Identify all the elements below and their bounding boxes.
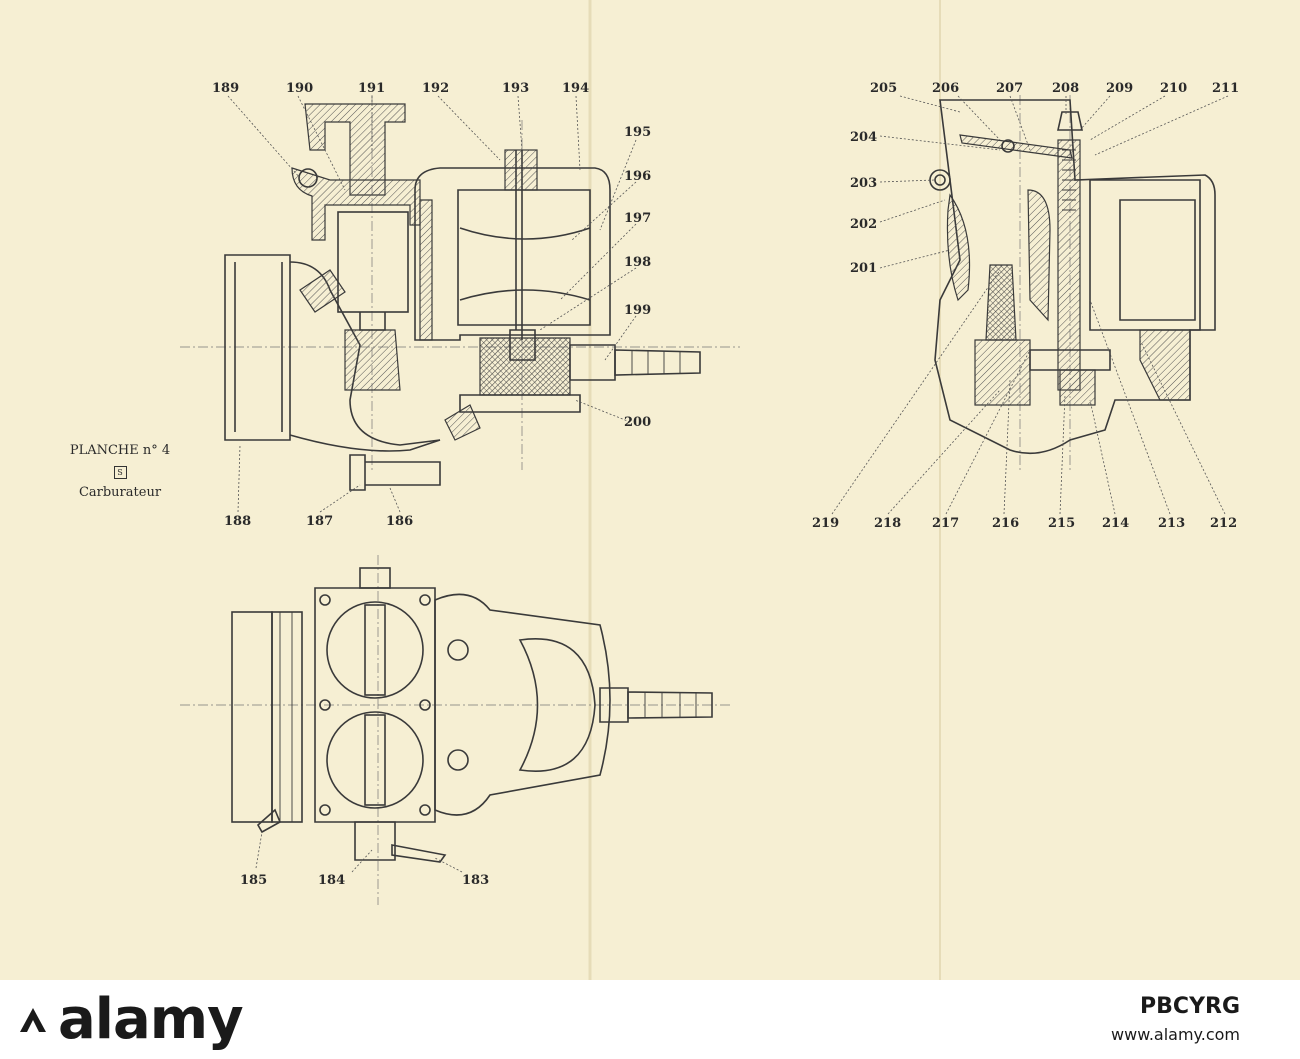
side-section-view — [180, 95, 740, 491]
label-185: 185 — [240, 873, 267, 888]
label-204: 204 — [850, 130, 877, 145]
label-216: 216 — [992, 516, 1019, 531]
label-198: 198 — [624, 255, 651, 270]
label-205: 205 — [870, 81, 897, 96]
label-199: 199 — [624, 303, 651, 318]
leaders-side-view — [227, 95, 637, 513]
image-id: PBCYRG — [1140, 994, 1240, 1019]
front-section-view — [929, 95, 1216, 470]
alamy-logo-icon — [20, 1008, 46, 1032]
plan-view — [180, 555, 730, 905]
plate-title: Carburateur — [78, 485, 162, 500]
label-210: 210 — [1160, 81, 1187, 96]
brand-name: alamy — [58, 987, 244, 1052]
label-186: 186 — [386, 514, 413, 529]
label-191: 191 — [358, 81, 385, 96]
label-188: 188 — [224, 514, 251, 529]
labels-plan-view: 185 184 183 — [240, 873, 489, 888]
label-183: 183 — [462, 873, 489, 888]
plate-caption: PLANCHE n° 4 S Carburateur — [50, 443, 190, 506]
label-193: 193 — [502, 81, 529, 96]
label-190: 190 — [286, 81, 313, 96]
image-meta: PBCYRG www.alamy.com — [1111, 994, 1240, 1044]
label-211: 211 — [1212, 81, 1239, 96]
label-197: 197 — [624, 211, 651, 226]
carburettor-drawing: 189 190 191 192 193 194 195 196 197 198 … — [180, 0, 1239, 980]
leaders-plan-view — [255, 831, 463, 873]
label-200: 200 — [624, 415, 651, 430]
label-195: 195 — [624, 125, 651, 140]
label-219: 219 — [812, 516, 839, 531]
site-url: www.alamy.com — [1111, 1025, 1240, 1044]
label-208: 208 — [1052, 81, 1079, 96]
label-196: 196 — [624, 169, 651, 184]
label-194: 194 — [562, 81, 589, 96]
label-192: 192 — [422, 81, 449, 96]
label-217: 217 — [932, 516, 959, 531]
plate-number: PLANCHE n° 4 — [69, 443, 171, 458]
leaders-front-view — [831, 95, 1229, 515]
label-201: 201 — [850, 261, 877, 276]
label-215: 215 — [1048, 516, 1075, 531]
label-209: 209 — [1106, 81, 1133, 96]
publisher-mark-icon: S — [113, 466, 127, 479]
label-203: 203 — [850, 176, 877, 191]
watermark-footer: alamy PBCYRG www.alamy.com — [0, 980, 1300, 1059]
label-184: 184 — [318, 873, 345, 888]
labels-front-view: 205 206 207 208 209 210 211 204 203 202 … — [812, 81, 1239, 531]
label-214: 214 — [1102, 516, 1129, 531]
label-202: 202 — [850, 217, 877, 232]
label-213: 213 — [1158, 516, 1185, 531]
labels-side-view: 189 190 191 192 193 194 195 196 197 198 … — [212, 81, 651, 529]
plate-sheet: 189 190 191 192 193 194 195 196 197 198 … — [0, 0, 1300, 980]
label-189: 189 — [212, 81, 239, 96]
label-218: 218 — [874, 516, 901, 531]
label-212: 212 — [1210, 516, 1237, 531]
label-207: 207 — [996, 81, 1023, 96]
label-187: 187 — [306, 514, 333, 529]
label-206: 206 — [932, 81, 959, 96]
